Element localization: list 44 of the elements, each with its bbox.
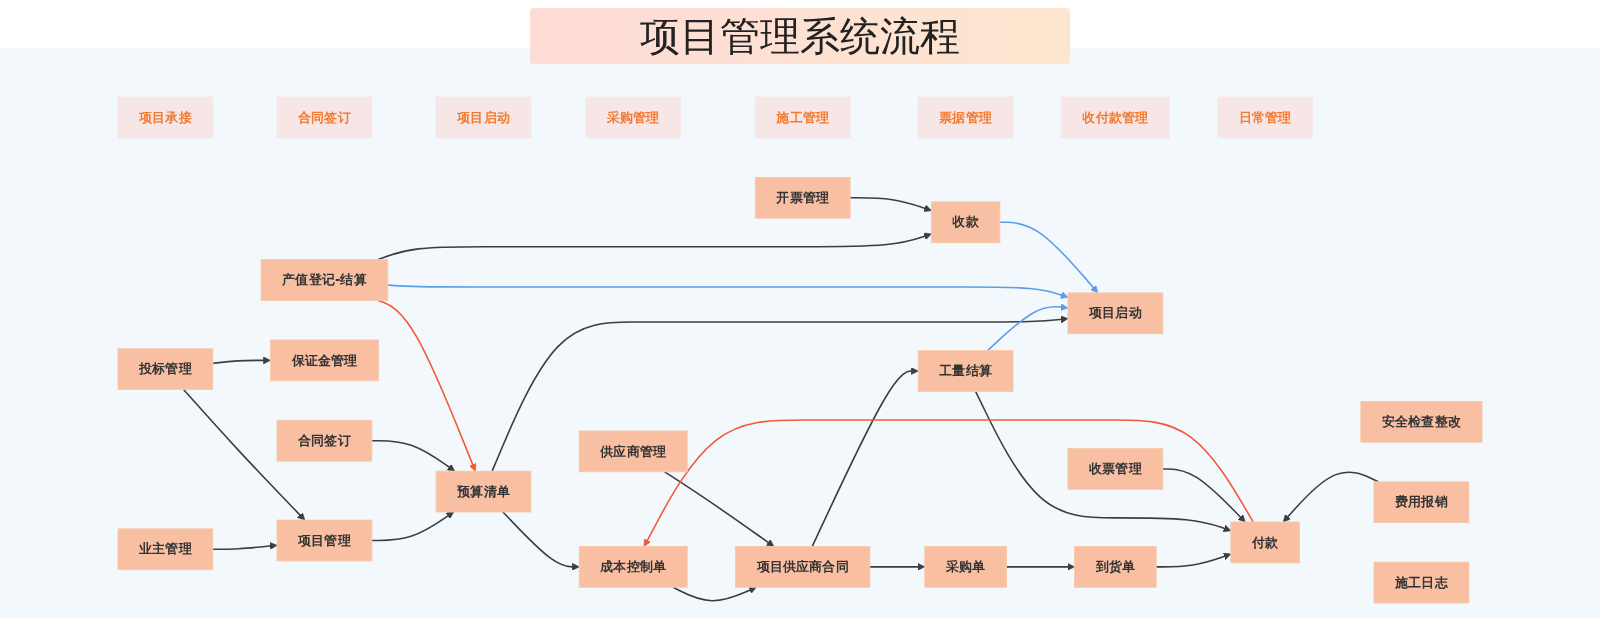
node-box: 收票管理 — [1067, 448, 1164, 490]
arrow — [212, 542, 278, 551]
arrow — [1282, 471, 1380, 523]
arrow — [1005, 563, 1075, 571]
node-box: 产值登记-结算 — [260, 259, 389, 301]
arrow — [1162, 468, 1246, 523]
node-box: 供应商管理 — [578, 430, 688, 473]
arrow — [377, 299, 477, 472]
arrow — [849, 197, 932, 212]
arrow — [1155, 552, 1232, 568]
node-box: 到货单 — [1074, 546, 1157, 588]
arrow — [371, 439, 456, 472]
arrow — [643, 419, 1254, 547]
arrow — [371, 511, 454, 542]
arrow — [212, 356, 271, 365]
node-box: 采购单 — [924, 546, 1007, 588]
node-box: 费用报销 — [1373, 481, 1470, 524]
node-box: 业主管理 — [117, 528, 214, 571]
arrow — [974, 390, 1232, 533]
node-box: 合同签订 — [276, 419, 373, 462]
diagram-title: 项目管理系统流程 — [530, 8, 1070, 64]
node-box: 工量结算 — [917, 350, 1014, 392]
node-box: 项目管理 — [276, 519, 373, 562]
arrow — [672, 586, 757, 602]
arrow — [869, 563, 926, 571]
arrow — [182, 388, 306, 521]
node-box: 安全检查整改 — [1360, 401, 1483, 443]
node-box: 付款 — [1230, 521, 1300, 564]
node-box: 保证金管理 — [270, 339, 379, 382]
node-box: 项目供应商合同 — [735, 546, 871, 588]
arrow — [502, 511, 580, 571]
node-box: 开票管理 — [754, 176, 851, 219]
arrow — [663, 471, 775, 547]
arrow — [377, 232, 932, 261]
node-box: 施工日志 — [1373, 561, 1470, 604]
node-box: 项目启动 — [1067, 292, 1164, 335]
arrow — [811, 367, 919, 548]
node-box: 收款 — [930, 201, 1001, 244]
arrow — [387, 284, 1069, 299]
arrow — [986, 303, 1069, 352]
node-box: 投标管理 — [117, 348, 214, 390]
arrow — [999, 221, 1099, 294]
node-box: 成本控制单 — [578, 546, 688, 588]
node-box: 预算清单 — [435, 470, 532, 513]
